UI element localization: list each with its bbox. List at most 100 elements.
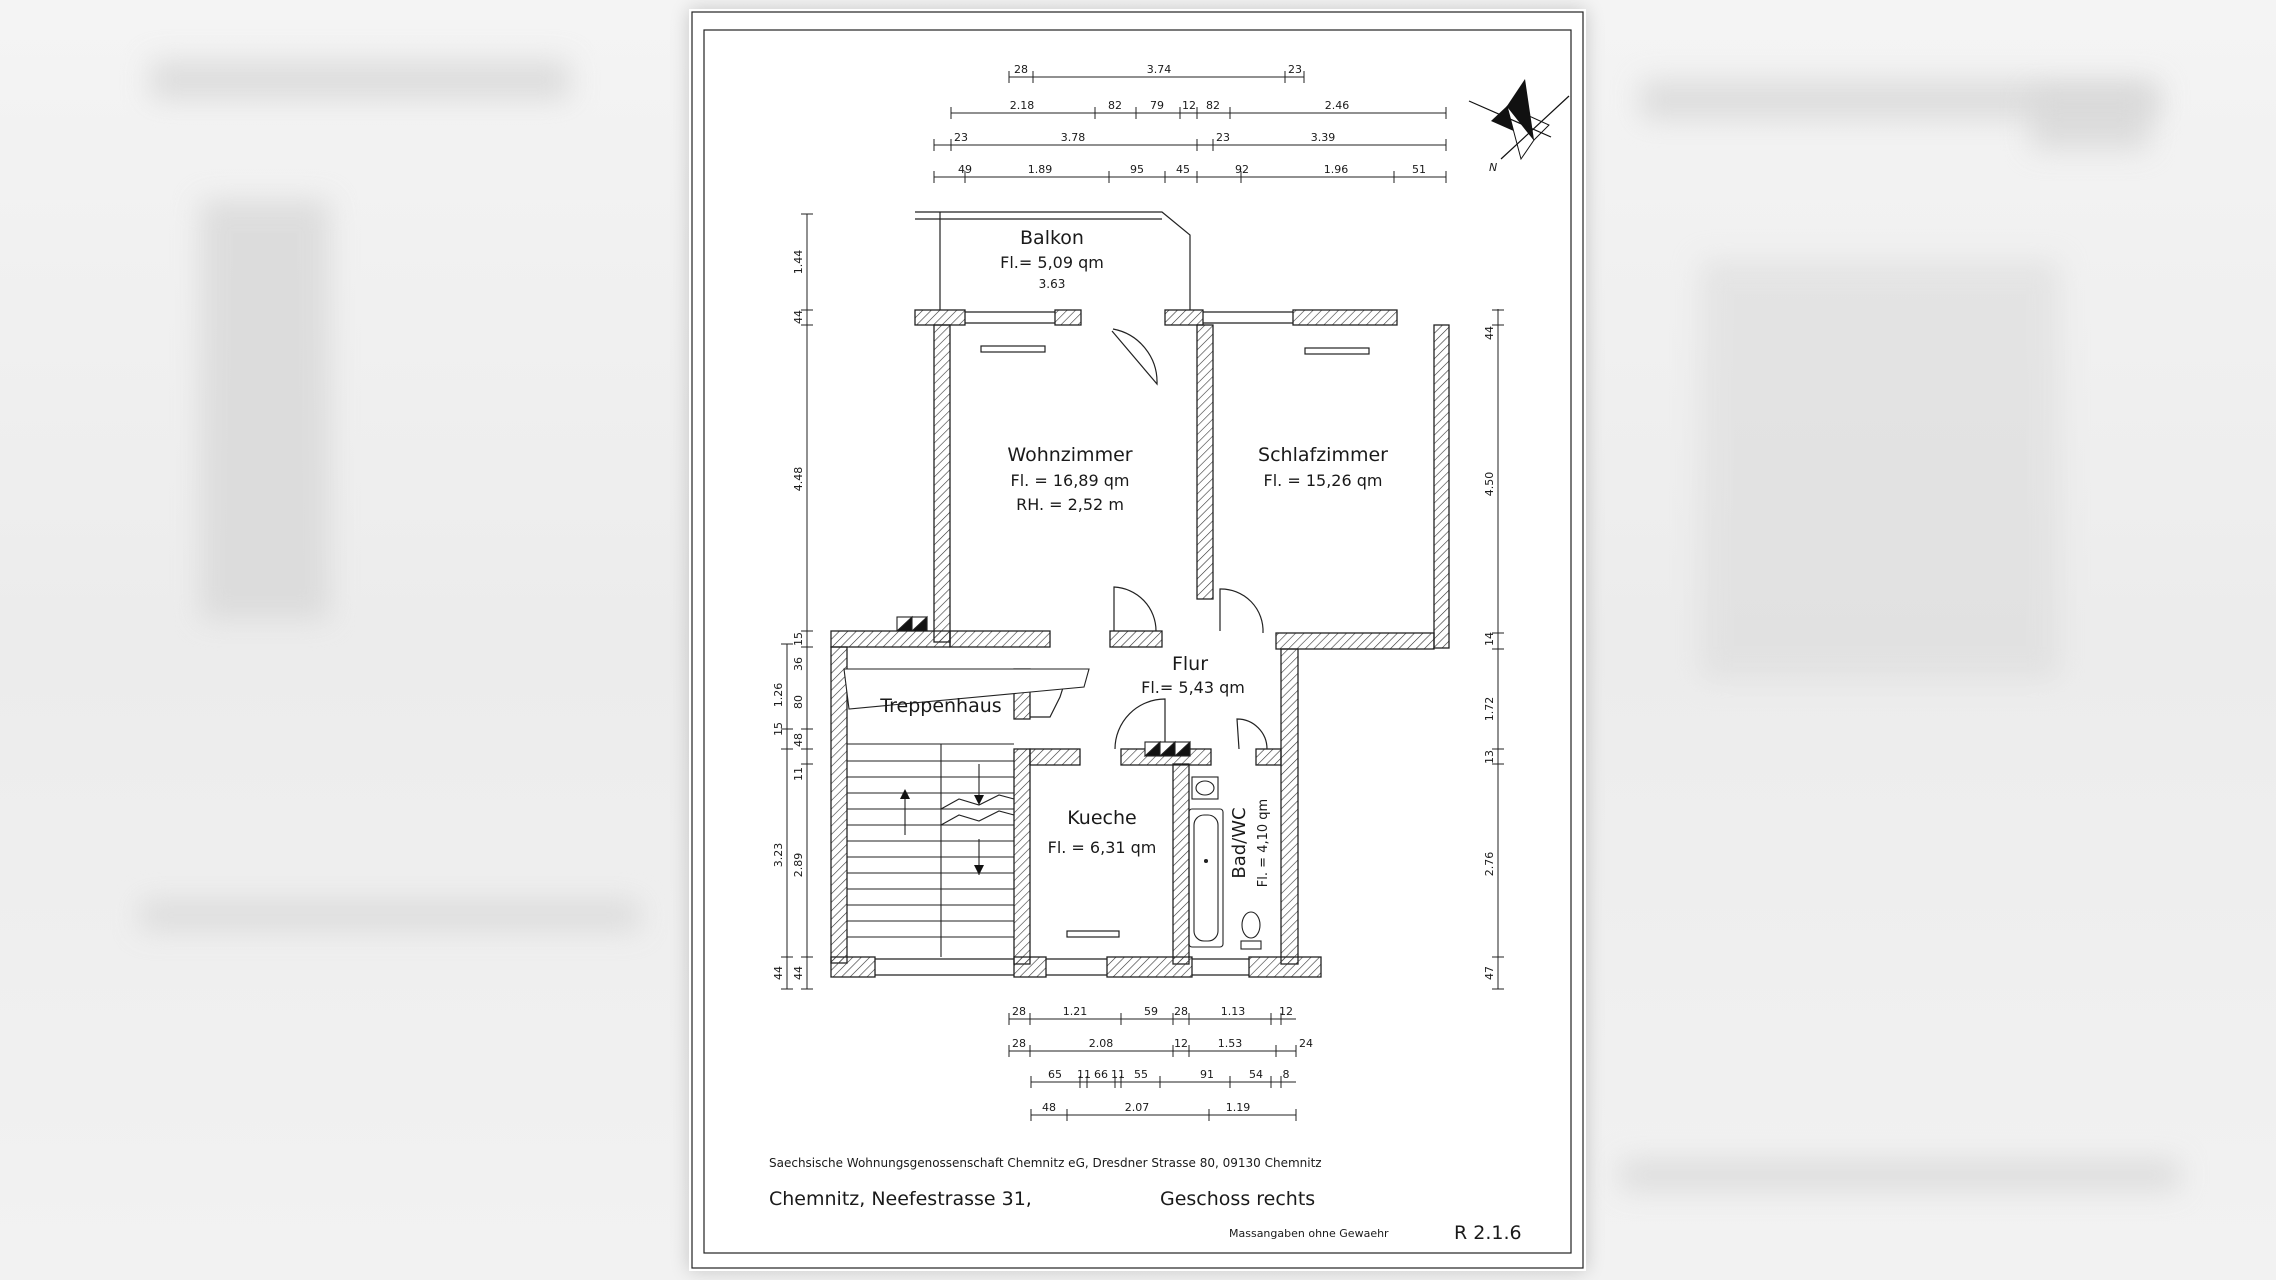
dim-bot-2d: 1.53 bbox=[1218, 1037, 1243, 1050]
dim-left-2: 44 bbox=[792, 310, 805, 324]
dim-top-4a: 49 bbox=[958, 163, 972, 176]
dim-top-4g: 51 bbox=[1412, 163, 1426, 176]
dim-bot-3c: 66 bbox=[1094, 1068, 1108, 1081]
north-label: N bbox=[1489, 161, 1497, 174]
floor-plan-sheet: N 28 3.74 23 2.18 82 79 12 82 bbox=[689, 9, 1586, 1271]
dim-top-3d: 3.39 bbox=[1311, 131, 1336, 144]
dim-top-2b: 82 bbox=[1108, 99, 1122, 112]
balcony-area: Fl.= 5,09 qm bbox=[1000, 253, 1104, 272]
dim-bot-1c: 59 bbox=[1144, 1005, 1158, 1018]
room-name-schlafzimmer: Schlafzimmer bbox=[1258, 444, 1388, 466]
dim-bot-1f: 12 bbox=[1279, 1005, 1293, 1018]
staircase bbox=[843, 668, 1090, 957]
dim-right-7: 47 bbox=[1483, 966, 1496, 980]
dim-top-4c: 95 bbox=[1130, 163, 1144, 176]
room-area-kueche: Fl. = 6,31 qm bbox=[1048, 838, 1157, 857]
dim-bot-3f: 91 bbox=[1200, 1068, 1214, 1081]
dim-right-6: 2.76 bbox=[1483, 852, 1496, 877]
footer-company: Saechsische Wohnungsgenossenschaft Chemn… bbox=[769, 1156, 1322, 1170]
dim-top-2a: 2.18 bbox=[1010, 99, 1035, 112]
dim-bot-2c: 12 bbox=[1174, 1037, 1188, 1050]
dim-bot-3h: 8 bbox=[1283, 1068, 1290, 1081]
room-area-schlafzimmer: Fl. = 15,26 qm bbox=[1264, 471, 1383, 490]
dim-top-3b: 3.78 bbox=[1061, 131, 1086, 144]
outer-frame bbox=[691, 11, 1584, 1269]
room-name-wohnzimmer: Wohnzimmer bbox=[1007, 444, 1132, 466]
dim-bot-1a: 28 bbox=[1012, 1005, 1026, 1018]
room-name-treppenhaus: Treppenhaus bbox=[879, 695, 1001, 717]
dim-left-inner-4: 11 bbox=[792, 767, 805, 781]
dim-left-4: 15 bbox=[792, 632, 805, 646]
footer-address: Chemnitz, Neefestrasse 31, bbox=[769, 1188, 1032, 1210]
balcony-name: Balkon bbox=[1020, 227, 1084, 249]
dim-bot-2b: 2.08 bbox=[1089, 1037, 1114, 1050]
walls bbox=[830, 309, 1450, 978]
north-arrow-icon: N bbox=[1468, 79, 1570, 174]
dim-left-inner-2: 80 bbox=[792, 695, 805, 709]
dim-right-4: 1.72 bbox=[1483, 697, 1496, 722]
dim-bot-2e: 24 bbox=[1299, 1037, 1313, 1050]
dim-right-1: 44 bbox=[1483, 326, 1496, 340]
room-area-bad: Fl. = 4,10 qm bbox=[1256, 799, 1271, 887]
dim-bot-2a: 28 bbox=[1012, 1037, 1026, 1050]
dimension-ticks bbox=[781, 71, 1504, 1121]
dim-left-5: 1.26 bbox=[772, 683, 785, 708]
bottom-dimension-labels: 28 1.21 59 28 1.13 12 28 2.08 12 1.53 24… bbox=[1012, 1005, 1313, 1114]
dim-bot-1e: 1.13 bbox=[1221, 1005, 1246, 1018]
dim-left-inner-3: 48 bbox=[792, 733, 805, 747]
dim-top-4e: 92 bbox=[1235, 163, 1249, 176]
dim-left-1: 1.44 bbox=[792, 250, 805, 275]
dim-left-6: 15 bbox=[772, 722, 785, 736]
dim-top-2d: 12 bbox=[1182, 99, 1196, 112]
dim-bot-3a: 65 bbox=[1048, 1068, 1062, 1081]
floor-plan-drawing: N 28 3.74 23 2.18 82 79 12 82 bbox=[691, 11, 1584, 1269]
dim-right-5: 13 bbox=[1483, 750, 1496, 764]
left-dimension-labels: 1.44 44 4.48 15 1.26 15 3.23 44 36 80 48… bbox=[772, 250, 805, 980]
dim-bot-3g: 54 bbox=[1249, 1068, 1263, 1081]
chimneys bbox=[895, 615, 1191, 757]
dim-top-3a: 23 bbox=[954, 131, 968, 144]
dim-top-4b: 1.89 bbox=[1028, 163, 1053, 176]
dim-left-8: 44 bbox=[772, 966, 785, 980]
dim-top-1c: 23 bbox=[1288, 63, 1302, 76]
balcony-width: 3.63 bbox=[1039, 277, 1066, 291]
room-labels: Balkon Fl.= 5,09 qm 3.63 Wohnzimmer Fl. … bbox=[879, 227, 1388, 887]
balcony-outline bbox=[915, 211, 1191, 310]
right-dimension-labels: 44 4.50 14 1.72 13 2.76 47 bbox=[1483, 326, 1496, 980]
top-dimension-labels: 28 3.74 23 2.18 82 79 12 82 2.46 23 3.78… bbox=[954, 63, 1426, 176]
room-name-flur: Flur bbox=[1172, 653, 1208, 675]
dim-top-3c: 23 bbox=[1216, 131, 1230, 144]
inner-frame bbox=[703, 29, 1572, 1254]
footer-floor: Geschoss rechts bbox=[1160, 1188, 1315, 1210]
dim-top-4f: 1.96 bbox=[1324, 163, 1349, 176]
dim-right-2: 4.50 bbox=[1483, 472, 1496, 497]
dim-top-4d: 45 bbox=[1176, 163, 1190, 176]
dim-left-inner-1: 36 bbox=[792, 657, 805, 671]
windows bbox=[875, 311, 1370, 976]
room-name-bad: Bad/WC bbox=[1229, 807, 1250, 878]
dim-bot-1b: 1.21 bbox=[1063, 1005, 1088, 1018]
dim-bot-4c: 1.19 bbox=[1226, 1101, 1251, 1114]
footer-note: Massangaben ohne Gewaehr bbox=[1229, 1227, 1389, 1240]
dim-bot-3d: 11 bbox=[1111, 1068, 1125, 1081]
dim-bot-4a: 48 bbox=[1042, 1101, 1056, 1114]
dim-top-2f: 2.46 bbox=[1325, 99, 1350, 112]
room-name-kueche: Kueche bbox=[1067, 807, 1136, 829]
dim-right-3: 14 bbox=[1483, 632, 1496, 646]
dim-top-2c: 79 bbox=[1150, 99, 1164, 112]
dim-top-1b: 3.74 bbox=[1147, 63, 1172, 76]
room-area-wohnzimmer: Fl. = 16,89 qm bbox=[1011, 471, 1130, 490]
stair-arrows bbox=[900, 789, 984, 875]
dim-left-7: 3.23 bbox=[772, 843, 785, 868]
dim-bot-3b: 11 bbox=[1077, 1068, 1091, 1081]
dim-top-1a: 28 bbox=[1014, 63, 1028, 76]
room-area-flur: Fl.= 5,43 qm bbox=[1141, 678, 1245, 697]
dim-bot-3e: 55 bbox=[1134, 1068, 1148, 1081]
dim-left-inner-5: 2.89 bbox=[792, 853, 805, 878]
footer-ref: R 2.1.6 bbox=[1454, 1222, 1522, 1244]
bathroom-fixtures bbox=[1188, 776, 1262, 950]
dim-bot-1d: 28 bbox=[1174, 1005, 1188, 1018]
dimension-lines bbox=[786, 76, 1499, 1116]
dim-left-inner-6: 44 bbox=[792, 966, 805, 980]
dim-left-3: 4.48 bbox=[792, 467, 805, 492]
